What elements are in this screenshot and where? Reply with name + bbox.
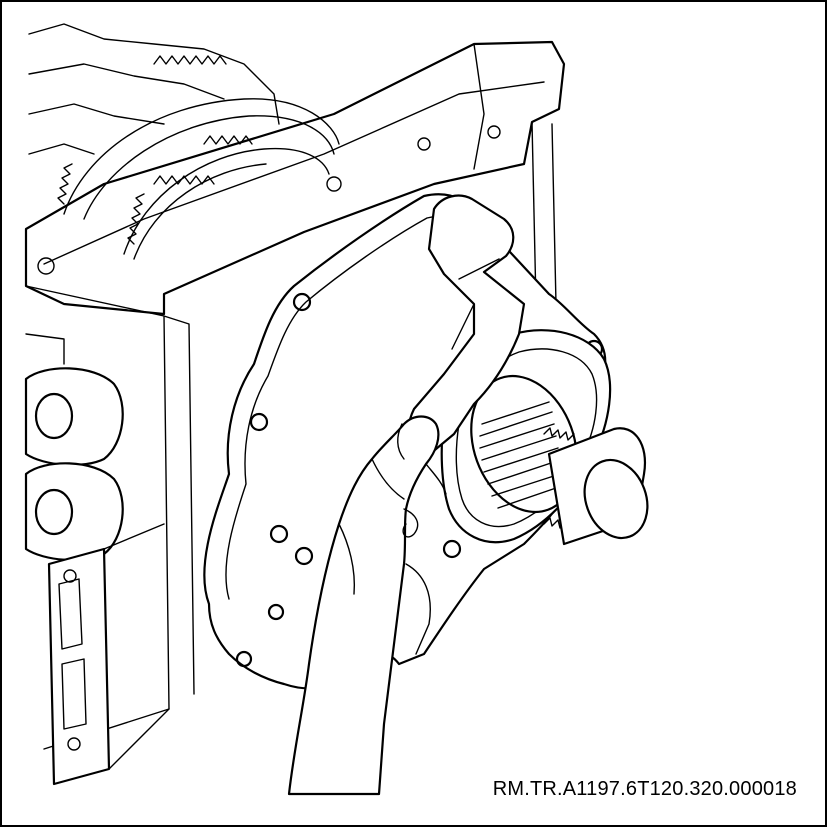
mounting-bracket — [47, 523, 170, 786]
reference-code: RM.TR.A1197.6T120.320.000018 — [492, 778, 797, 800]
gearbox-pto-flange-illustration — [24, 23, 649, 796]
gearbox-housing — [24, 40, 566, 750]
gear-cluster — [28, 23, 340, 260]
housing-bosses — [24, 333, 124, 562]
technician-hand — [287, 415, 447, 796]
splined-output-shaft — [470, 374, 649, 546]
